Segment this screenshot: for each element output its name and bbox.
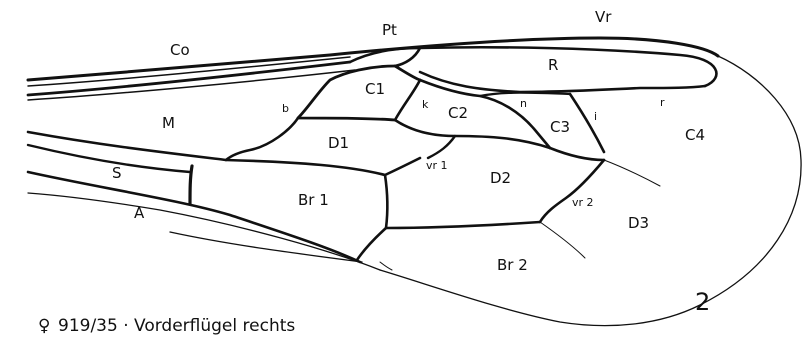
caption: ♀ 919/35 · Vorderflügel rechts 2 <box>38 288 710 336</box>
label-S: S <box>112 164 122 182</box>
label-R: R <box>548 56 558 74</box>
vein-stigma-to-cubital <box>395 66 420 80</box>
label-D2: D2 <box>490 169 511 187</box>
label-Pt: Pt <box>382 21 397 39</box>
radial-cell <box>420 47 716 92</box>
vein-tips <box>380 160 660 270</box>
vein-tip-br2 <box>380 262 392 270</box>
vein-br1-right <box>385 175 387 228</box>
label-vr2: vr 2 <box>572 196 594 209</box>
wing-outline <box>28 38 801 326</box>
label-k: k <box>422 98 429 111</box>
vein-k <box>395 80 420 120</box>
vein-d2-right <box>540 160 604 222</box>
vein-d2-lower <box>386 222 540 228</box>
label-n: n <box>520 97 527 110</box>
radial-vein-upper <box>420 47 716 86</box>
caption-female-symbol: ♀ <box>38 316 50 336</box>
anal-lobe <box>170 232 362 262</box>
label-vr1: vr 1 <box>426 159 448 172</box>
vein-basal-b <box>226 118 298 160</box>
caption-text: 919/35 · Vorderflügel rechts <box>58 316 295 336</box>
wing-apex-margin <box>380 56 801 326</box>
vein-i <box>570 94 604 152</box>
label-Vr: Vr <box>595 8 612 26</box>
label-C1: C1 <box>365 80 385 98</box>
label-Co: Co <box>170 41 190 59</box>
radial-vein-lower <box>420 72 705 92</box>
wing-leading-edge <box>28 38 718 80</box>
label-b: b <box>282 102 289 115</box>
vein-cubitus <box>28 145 190 172</box>
vein-d1-lower <box>395 120 550 148</box>
label-C3: C3 <box>550 118 570 136</box>
label-M: M <box>162 114 175 132</box>
vein-n <box>480 93 570 96</box>
label-C4: C4 <box>685 126 705 144</box>
vein-br1-lower <box>357 228 386 260</box>
label-Br1: Br 1 <box>298 191 329 209</box>
label-A: A <box>134 204 145 222</box>
label-C2: C2 <box>448 104 468 122</box>
vein-vr1 <box>428 136 455 158</box>
vein-median <box>28 132 420 175</box>
vein-tip-c4 <box>604 160 660 186</box>
costa-vein-inner <box>28 57 350 86</box>
label-i: i <box>594 110 597 123</box>
label-r: r <box>660 96 665 109</box>
label-Br2: Br 2 <box>497 256 528 274</box>
label-D3: D3 <box>628 214 649 232</box>
vein-tip-d3 <box>540 222 585 258</box>
vein-third-cubital-lower <box>550 148 604 160</box>
label-D1: D1 <box>328 134 349 152</box>
vein-s-cross <box>190 166 192 204</box>
figure-number: 2 <box>695 288 710 316</box>
